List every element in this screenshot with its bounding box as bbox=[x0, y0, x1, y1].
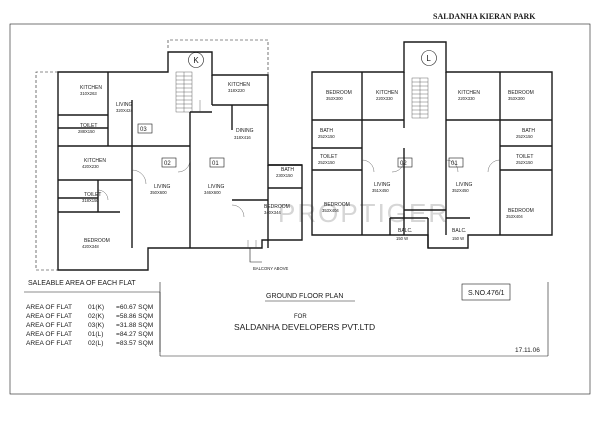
area-row-label: AREA OF FLAT bbox=[26, 304, 72, 311]
room-bath-l01: BATH bbox=[522, 128, 535, 134]
area-row-value: =84.27 SQM bbox=[116, 331, 153, 338]
room-bath-l02: BATH bbox=[320, 128, 333, 134]
room-living-k01-dim: 346X600 bbox=[204, 190, 221, 195]
room-bedroom-l01-bottom-dim: 353X404 bbox=[506, 214, 523, 219]
flat-number-02-k: 02 bbox=[164, 161, 171, 167]
plan-title: GROUND FLOOR PLAN bbox=[266, 293, 343, 300]
area-row-flat: 01(K) bbox=[88, 304, 104, 311]
room-toilet-02k-dim: 318X150 bbox=[82, 198, 99, 203]
room-bedroom-02k-dim: 420X348 bbox=[82, 244, 99, 249]
balcony-note: BALCONY ABOVE bbox=[253, 266, 289, 271]
plan-date: 17.11.06 bbox=[515, 347, 540, 354]
area-row-flat: 02(K) bbox=[88, 313, 104, 320]
room-kitchen-l01: KITCHEN bbox=[458, 90, 480, 96]
room-toilet-02k: TOILET bbox=[84, 192, 101, 198]
room-bedroom-02k: BEDROOM bbox=[84, 238, 110, 244]
room-living-03-dim: 320X424 bbox=[116, 108, 133, 113]
room-toilet-l02: TOILET bbox=[320, 154, 337, 160]
room-living-03: LIVING bbox=[116, 102, 133, 108]
room-dining-k01: DINING bbox=[236, 128, 254, 134]
block-l: L 02 01 BEDROOM 353X300 KITCHEN 220X330 … bbox=[311, 41, 553, 249]
room-living-l02-dim: 351X450 bbox=[372, 188, 389, 193]
room-balc-l01: BALC. bbox=[452, 228, 466, 234]
area-row-flat: 03(K) bbox=[88, 322, 104, 329]
saleable-area-table: SALEABLE AREA OF EACH FLAT AREA OF FLAT … bbox=[24, 280, 161, 352]
room-balc-l02: BALC. bbox=[398, 228, 412, 234]
room-balc-l02-dim: 150 W bbox=[396, 236, 408, 241]
room-bedroom-l02-top: BEDROOM bbox=[326, 90, 352, 96]
developer-name: SALDANHA DEVELOPERS PVT.LTD bbox=[234, 322, 375, 332]
room-bath-l02-dim: 252X150 bbox=[318, 134, 335, 139]
room-bedroom-l02-bottom-dim: 353X404 bbox=[322, 208, 339, 213]
flat-number-02-l: 02 bbox=[400, 161, 407, 167]
area-row-label: AREA OF FLAT bbox=[26, 340, 72, 347]
room-bath-k01: BATH bbox=[281, 167, 294, 173]
room-kitchen-l02-dim: 220X330 bbox=[376, 96, 393, 101]
room-living-l01-dim: 352X450 bbox=[452, 188, 469, 193]
area-row-flat: 01(L) bbox=[88, 331, 103, 338]
block-l-label: L bbox=[426, 54, 431, 63]
room-living-l02: LIVING bbox=[374, 182, 391, 188]
area-row-label: AREA OF FLAT bbox=[26, 313, 72, 320]
room-kitchen-l01-dim: 220X330 bbox=[458, 96, 475, 101]
area-row-value: =31.88 SQM bbox=[116, 322, 153, 329]
room-kitchen-k01-dim: 318X220 bbox=[228, 88, 245, 93]
room-bath-l01-dim: 252X150 bbox=[516, 134, 533, 139]
room-toilet-l02-dim: 252X150 bbox=[318, 160, 335, 165]
area-row-label: AREA OF FLAT bbox=[26, 322, 72, 329]
room-living-02k-dim: 350X600 bbox=[150, 190, 167, 195]
room-bedroom-l01-bottom: BEDROOM bbox=[508, 208, 534, 214]
survey-number-box bbox=[461, 283, 511, 301]
room-bedroom-l02-bottom: BEDROOM bbox=[324, 202, 350, 208]
area-row-flat: 02(L) bbox=[88, 340, 103, 347]
room-bedroom-k01: BEDROOM bbox=[264, 204, 290, 210]
room-toilet-03-dim: 288X150 bbox=[78, 129, 95, 134]
room-dining-k01-dim: 318X416 bbox=[234, 135, 251, 140]
area-row-value: =60.67 SQM bbox=[116, 304, 153, 311]
room-toilet-03: TOILET bbox=[80, 123, 97, 129]
room-living-l01: LIVING bbox=[456, 182, 473, 188]
watermark: PROPTIGER bbox=[278, 198, 449, 228]
block-k-circle bbox=[188, 52, 204, 68]
project-title: SALDANHA KIERAN PARK bbox=[433, 12, 536, 21]
room-living-k01: LIVING bbox=[208, 184, 225, 190]
room-bedroom-l01-top-dim: 353X300 bbox=[508, 96, 525, 101]
room-toilet-l01: TOILET bbox=[516, 154, 533, 160]
room-kitchen-03: KITCHEN bbox=[80, 85, 102, 91]
sheet-border bbox=[9, 23, 591, 395]
room-toilet-l01-dim: 252X150 bbox=[516, 160, 533, 165]
block-k-label: K bbox=[193, 56, 199, 65]
room-kitchen-03-dim: 310X263 bbox=[80, 91, 97, 96]
saleable-area-heading: SALEABLE AREA OF EACH FLAT bbox=[28, 280, 136, 287]
survey-number: S.NO.476/1 bbox=[468, 290, 505, 297]
room-living-02k: LIVING bbox=[154, 184, 171, 190]
room-bedroom-l01-top: BEDROOM bbox=[508, 90, 534, 96]
block-k: BALCONY ABOVE K 03 02 01 KITCHEN 310X263… bbox=[35, 39, 303, 271]
flat-number-01-k: 01 bbox=[212, 161, 219, 167]
room-balc-l01-dim: 150 W bbox=[452, 236, 464, 241]
block-l-circle bbox=[421, 50, 437, 66]
developer-for: FOR bbox=[294, 314, 307, 320]
room-bath-k01-dim: 230X150 bbox=[276, 173, 293, 178]
room-kitchen-02k-dim: 420X230 bbox=[82, 164, 99, 169]
area-row-value: =83.57 SQM bbox=[116, 340, 153, 347]
area-row-label: AREA OF FLAT bbox=[26, 331, 72, 338]
room-bedroom-k01-dim: 340X344 bbox=[264, 210, 281, 215]
room-kitchen-l02: KITCHEN bbox=[376, 90, 398, 96]
room-kitchen-k01: KITCHEN bbox=[228, 82, 250, 88]
flat-number-01-l: 01 bbox=[451, 161, 458, 167]
room-kitchen-02k: KITCHEN bbox=[84, 158, 106, 164]
flat-number-03: 03 bbox=[140, 127, 147, 133]
room-bedroom-l02-top-dim: 353X300 bbox=[326, 96, 343, 101]
area-row-value: =58.86 SQM bbox=[116, 313, 153, 320]
